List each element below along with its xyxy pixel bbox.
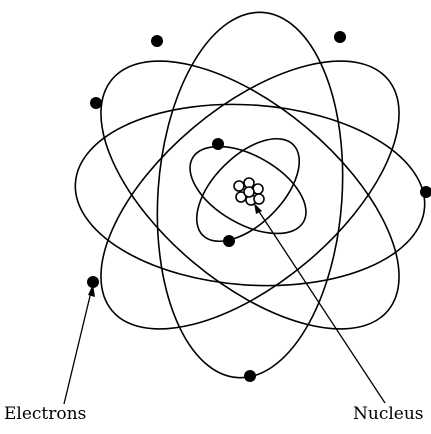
electron: [90, 97, 102, 109]
electron: [223, 235, 235, 247]
outer-orbits: [74, 11, 426, 379]
electron: [87, 276, 99, 288]
nucleon: [235, 191, 247, 203]
electrons-pointer: [63, 284, 95, 405]
nucleus-pointer-line: [257, 209, 386, 404]
electron: [212, 138, 224, 150]
nucleus-label: Nucleus: [353, 404, 424, 424]
nucleus: [233, 177, 265, 206]
electron: [244, 370, 256, 382]
orbit-diagonal-up: [100, 60, 400, 330]
electrons-pointer-line: [63, 291, 92, 405]
electron: [151, 35, 163, 47]
nucleon: [233, 180, 245, 192]
inner-orbit-a: [189, 145, 307, 235]
inner-orbit-b: [195, 137, 301, 243]
electron: [420, 186, 431, 198]
nucleus-arrowhead: [254, 203, 262, 214]
orbit-vertical: [156, 11, 344, 379]
nucleon: [253, 193, 265, 205]
electrons: [87, 31, 431, 382]
electrons-arrowhead: [88, 284, 95, 297]
orbit-horizontal: [74, 103, 426, 287]
nucleus-pointer: [254, 203, 386, 404]
electrons-label: Electrons: [4, 404, 87, 424]
inner-orbits: [189, 137, 307, 243]
nucleon: [243, 186, 255, 198]
orbit-diagonal-down: [100, 60, 400, 330]
electron: [334, 31, 346, 43]
